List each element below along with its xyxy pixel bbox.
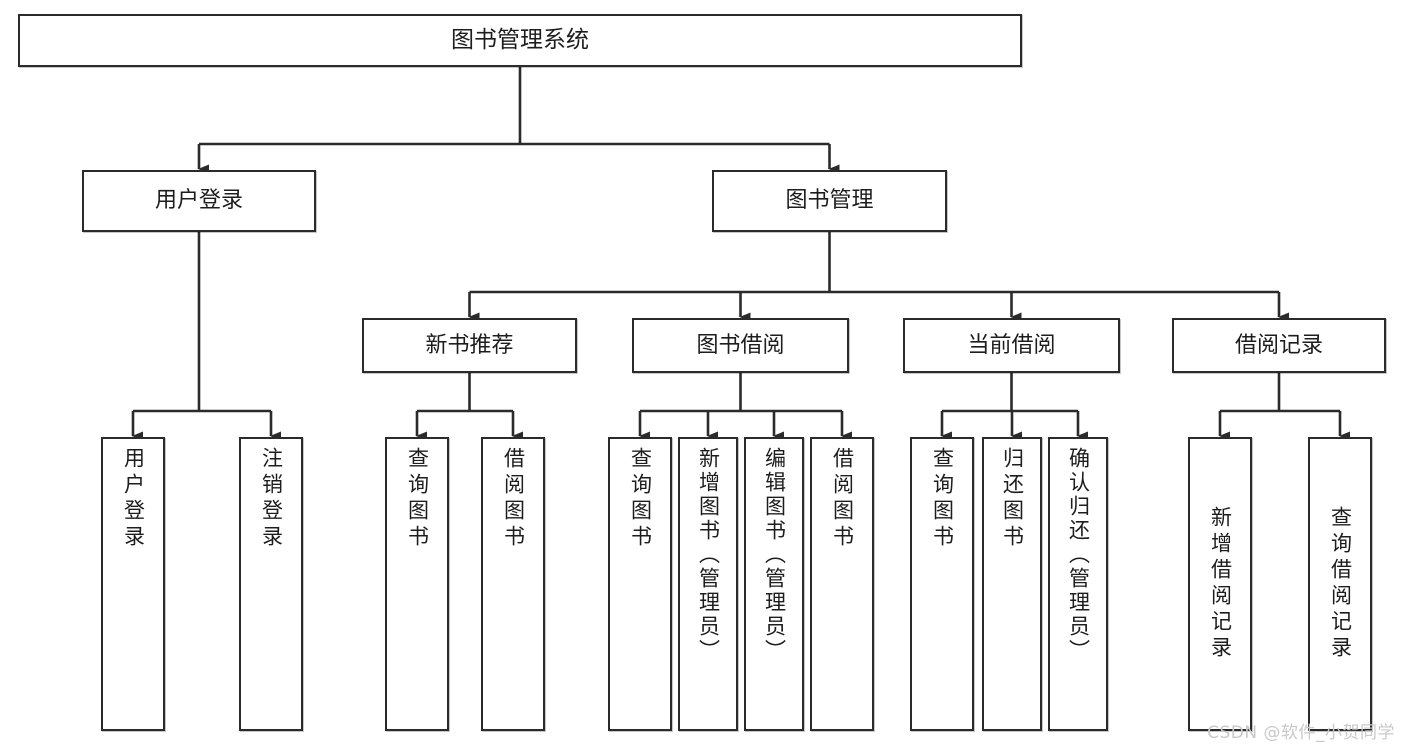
node-book-borrow[interactable]: 图书借阅 bbox=[632, 318, 849, 373]
node-current-borrow-label: 当前借阅 bbox=[967, 332, 1056, 358]
node-user-login-label: 用户登录 bbox=[154, 188, 243, 214]
leaf-query-book-borrow-label: 查询图书 bbox=[628, 447, 653, 551]
leaf-add-borrow-record-label: 新增借阅记录 bbox=[1208, 506, 1233, 662]
leaf-query-borrow-record[interactable]: 查询借阅记录 bbox=[1308, 437, 1372, 731]
leaf-user-login[interactable]: 用户登录 bbox=[101, 437, 165, 731]
node-new-book-recommend[interactable]: 新书推荐 bbox=[362, 318, 577, 373]
leaf-edit-book-label: 编辑图书（管理员） bbox=[762, 447, 787, 663]
leaf-user-logout-label: 注销登录 bbox=[259, 447, 284, 551]
leaf-query-book-current[interactable]: 查询图书 bbox=[910, 437, 974, 731]
leaf-confirm-return[interactable]: 确认归还（管理员） bbox=[1048, 437, 1108, 731]
node-root-label: 图书管理系统 bbox=[451, 26, 589, 53]
node-new-book-recommend-label: 新书推荐 bbox=[425, 332, 514, 358]
leaf-query-book-borrow[interactable]: 查询图书 bbox=[608, 437, 672, 731]
leaf-borrow-book-label: 借阅图书 bbox=[830, 447, 855, 551]
node-root[interactable]: 图书管理系统 bbox=[18, 14, 1022, 67]
leaf-return-book[interactable]: 归还图书 bbox=[982, 437, 1042, 731]
leaf-edit-book[interactable]: 编辑图书（管理员） bbox=[744, 437, 804, 731]
node-user-login[interactable]: 用户登录 bbox=[82, 170, 316, 232]
leaf-confirm-return-label: 确认归还（管理员） bbox=[1066, 447, 1091, 663]
watermark: CSDN @软件_小贺同学 bbox=[1207, 723, 1395, 743]
leaf-user-logout[interactable]: 注销登录 bbox=[239, 437, 303, 731]
leaf-add-book-label: 新增图书（管理员） bbox=[696, 447, 721, 663]
node-book-manage[interactable]: 图书管理 bbox=[712, 170, 947, 232]
leaf-query-borrow-record-label: 查询借阅记录 bbox=[1328, 506, 1353, 662]
node-book-borrow-label: 图书借阅 bbox=[696, 332, 785, 358]
leaf-query-book-recommend-label: 查询图书 bbox=[405, 447, 430, 551]
node-book-manage-label: 图书管理 bbox=[785, 188, 874, 214]
leaf-query-book-recommend[interactable]: 查询图书 bbox=[385, 437, 449, 731]
leaf-add-book[interactable]: 新增图书（管理员） bbox=[678, 437, 738, 731]
node-borrow-record[interactable]: 借阅记录 bbox=[1172, 318, 1386, 373]
leaf-borrow-book[interactable]: 借阅图书 bbox=[810, 437, 874, 731]
node-borrow-record-label: 借阅记录 bbox=[1234, 332, 1323, 358]
leaf-borrow-book-recommend-label: 借阅图书 bbox=[501, 447, 526, 551]
leaf-add-borrow-record[interactable]: 新增借阅记录 bbox=[1188, 437, 1252, 731]
leaf-query-book-current-label: 查询图书 bbox=[930, 447, 955, 551]
node-current-borrow[interactable]: 当前借阅 bbox=[903, 318, 1120, 373]
leaf-return-book-label: 归还图书 bbox=[1000, 447, 1025, 551]
leaf-user-login-label: 用户登录 bbox=[121, 447, 146, 551]
leaf-borrow-book-recommend[interactable]: 借阅图书 bbox=[481, 437, 545, 731]
